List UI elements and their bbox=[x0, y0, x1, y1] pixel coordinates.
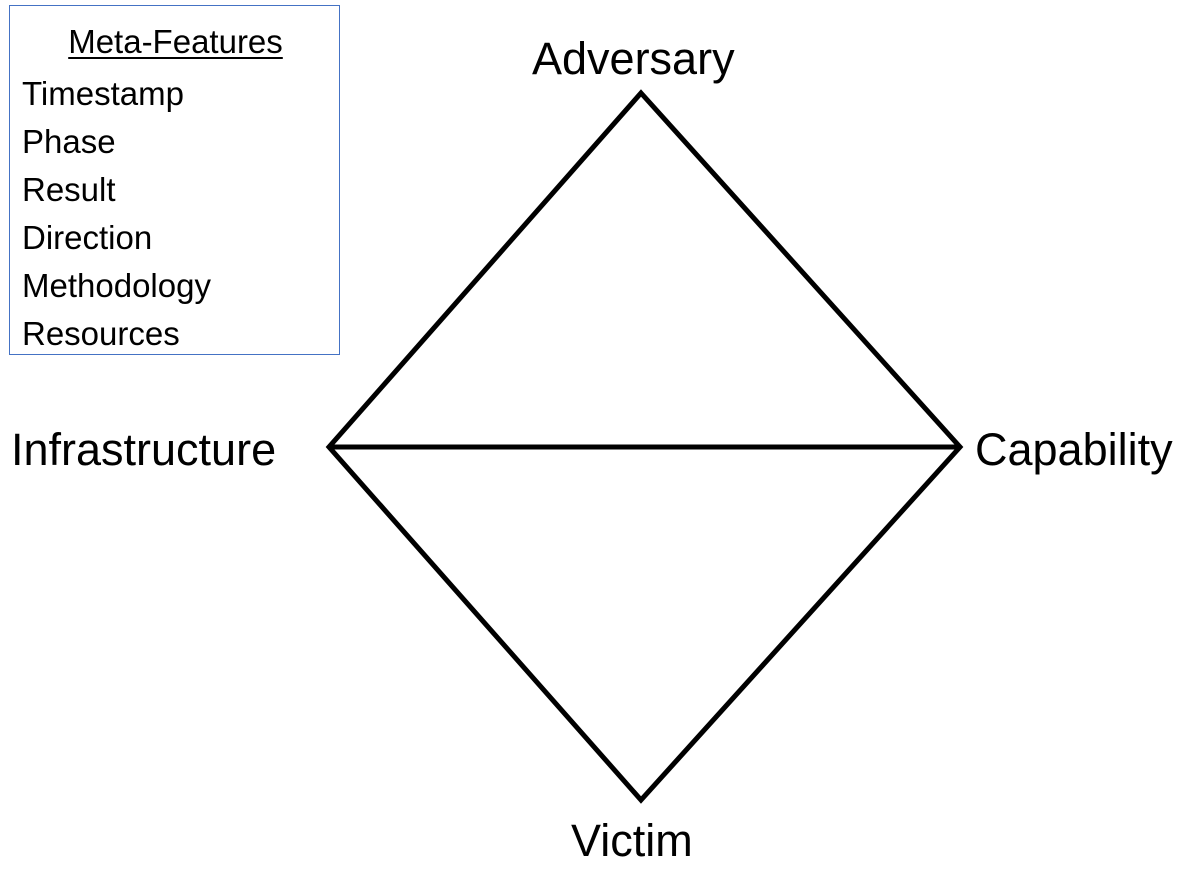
diamond-outline bbox=[325, 89, 964, 804]
meta-feature-direction: Direction bbox=[22, 219, 153, 256]
meta-features-title: Meta-Features bbox=[68, 23, 283, 60]
meta-features-list: Timestamp Phase Result Direction Methodo… bbox=[22, 70, 211, 358]
meta-feature-phase: Phase bbox=[22, 123, 116, 160]
vertex-label-capability: Capability bbox=[975, 424, 1173, 475]
meta-feature-methodology: Methodology bbox=[22, 267, 211, 304]
vertex-label-adversary: Adversary bbox=[532, 33, 735, 84]
meta-feature-result: Result bbox=[22, 171, 116, 208]
meta-feature-resources: Resources bbox=[22, 315, 180, 352]
vertex-label-infrastructure: Infrastructure bbox=[11, 424, 277, 475]
meta-features-box: Meta-Features Timestamp Phase Result Dir… bbox=[9, 5, 340, 355]
vertex-label-victim: Victim bbox=[571, 815, 693, 866]
meta-feature-timestamp: Timestamp bbox=[22, 75, 184, 112]
